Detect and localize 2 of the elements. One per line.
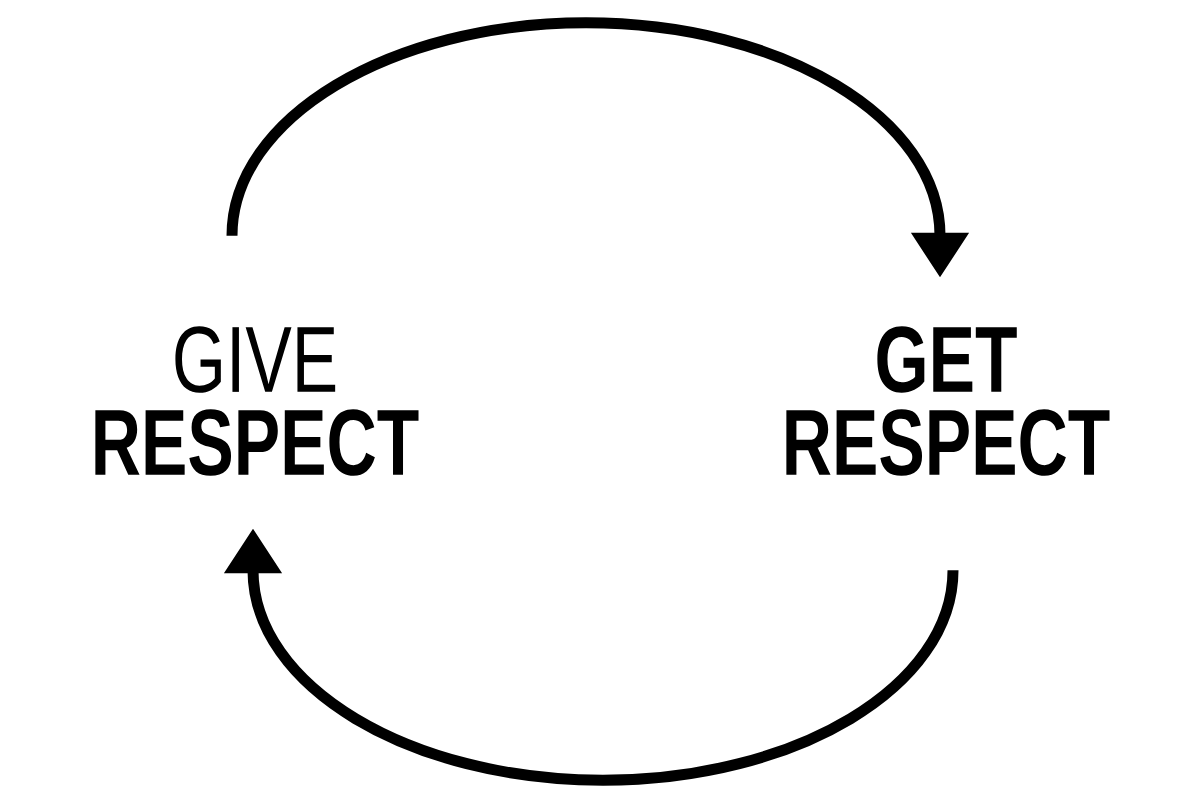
text-label: GIVE RESPECT xyxy=(95,326,419,476)
text-label: GET RESPECT xyxy=(786,326,1110,476)
